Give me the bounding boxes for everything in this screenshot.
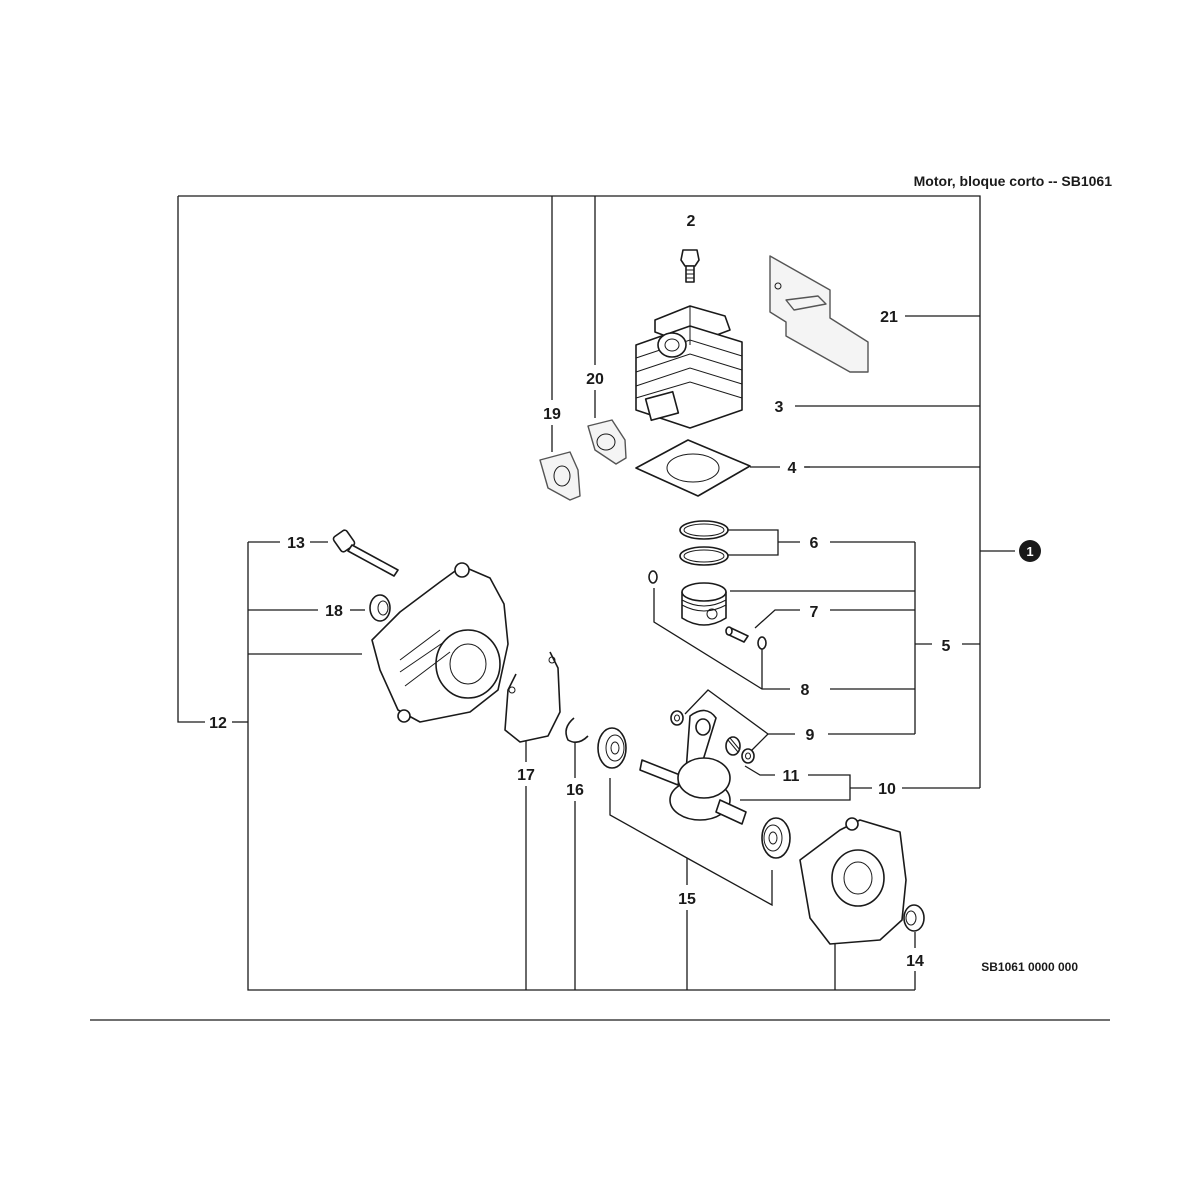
bolt-part-2 <box>680 249 700 283</box>
muffler-plate-part-21 <box>769 255 869 373</box>
callout-8: 8 <box>801 682 810 699</box>
callout-13: 13 <box>287 535 305 552</box>
callouts: 2 21 20 19 3 4 6 1 13 18 7 5 8 12 9 11 1 <box>205 208 1041 971</box>
callout-18: 18 <box>325 603 343 620</box>
callout-15: 15 <box>678 891 696 908</box>
assembly-marker-label: 1 <box>1026 544 1033 559</box>
crankcase-left-part-12 <box>371 562 509 723</box>
callout-14: 14 <box>906 953 924 970</box>
crankcase-right-part-12 <box>799 817 907 945</box>
crankcase-gasket-part-17 <box>504 651 561 743</box>
needle-bearing-part-11 <box>725 736 741 756</box>
oil-seal-part-14 <box>903 904 925 932</box>
piston-rings-part-6 <box>679 520 729 566</box>
diagram-title: Motor, bloque corto -- SB1061 <box>914 173 1113 189</box>
ball-bearing-part-15 <box>597 727 791 859</box>
cylinder-part-3 <box>635 305 743 429</box>
callout-12: 12 <box>209 715 227 732</box>
callout-10: 10 <box>878 781 896 798</box>
piston-pin-part-7 <box>725 626 749 643</box>
circlip-part-8 <box>648 570 767 650</box>
callout-17: 17 <box>517 767 535 784</box>
assembly-marker-icon <box>1019 540 1041 562</box>
callout-3: 3 <box>775 399 784 416</box>
callout-16: 16 <box>566 782 584 799</box>
washer-part-9 <box>670 710 755 764</box>
leader-lines <box>177 195 1015 991</box>
oil-seal-part-18 <box>369 594 391 622</box>
cylinder-gasket-part-4 <box>635 439 751 497</box>
diagram-code: SB1061 0000 000 <box>981 960 1078 974</box>
crankshaft-part-10 <box>639 709 747 825</box>
callout-21: 21 <box>880 309 898 326</box>
callout-19: 19 <box>543 406 561 423</box>
callout-7: 7 <box>810 604 819 621</box>
callout-5: 5 <box>942 638 951 655</box>
snap-ring-part-16 <box>565 717 589 744</box>
screw-part-13 <box>332 529 399 577</box>
callout-4: 4 <box>788 460 797 477</box>
gasket-part-19 <box>539 451 581 501</box>
callout-2: 2 <box>687 213 696 230</box>
piston-part-5 <box>681 582 727 626</box>
callout-9: 9 <box>806 727 815 744</box>
callout-20: 20 <box>586 371 604 388</box>
callout-11: 11 <box>783 768 800 785</box>
gasket-part-20 <box>587 419 627 465</box>
callout-6: 6 <box>810 535 819 552</box>
